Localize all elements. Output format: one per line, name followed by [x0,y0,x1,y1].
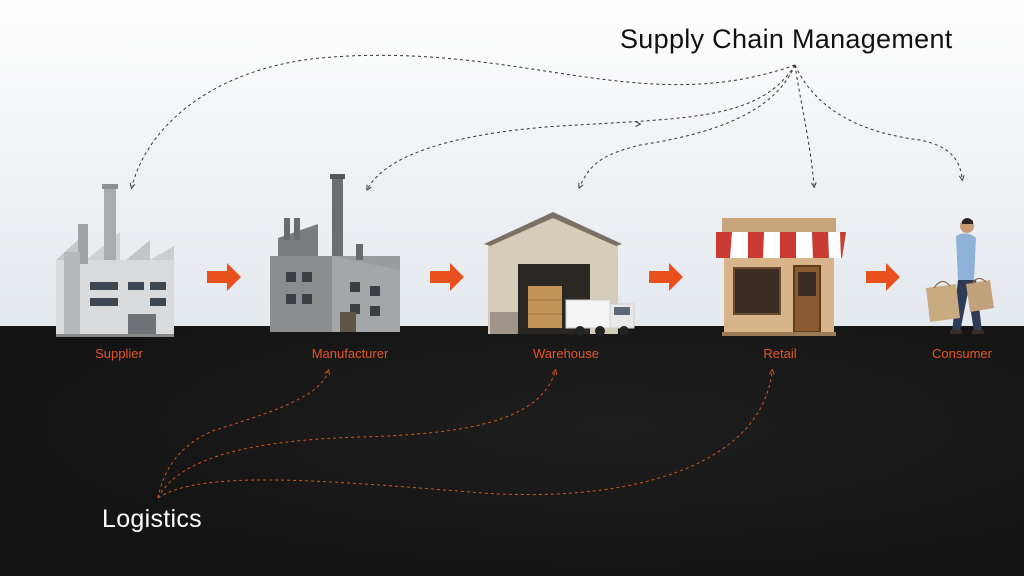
flow-arrow-2 [430,263,464,291]
manufacturer-label: Manufacturer [311,346,389,361]
flow-arrow-4 [866,263,900,291]
warehouse-label: Warehouse [533,346,599,361]
bottom-background [0,326,1024,576]
logistics-arrow-to-manufacturer [157,372,328,499]
warehouse-with-truck-icon [484,212,635,336]
logistics-connector-lines [157,372,772,499]
scm-arrow-to-consumer [794,64,962,178]
scm-arrow-to-retail [794,64,814,185]
scm-connector-lines [132,54,962,188]
storefront-icon [716,218,846,336]
supply-chain-management-heading: Supply Chain Management [620,24,953,54]
flow-arrow-3 [649,263,683,291]
scm-arrow-to-warehouse [580,64,796,186]
flow-arrow-1 [207,263,241,291]
logistics-heading: Logistics [102,505,202,533]
scm-arrow-to-manufacturer [368,64,796,188]
shopper-with-bags-icon [926,218,994,334]
consumer-label: Consumer [932,346,992,361]
supplier-label: Supplier [95,346,143,361]
flow-arrows [207,263,900,291]
manufacturing-plant-icon [270,174,400,332]
logistics-arrow-to-warehouse [157,372,555,499]
factory-icon [56,184,174,337]
scm-arrow-to-supplier [132,54,796,186]
logistics-arrow-to-retail [157,372,772,499]
retail-label: Retail [763,346,797,361]
